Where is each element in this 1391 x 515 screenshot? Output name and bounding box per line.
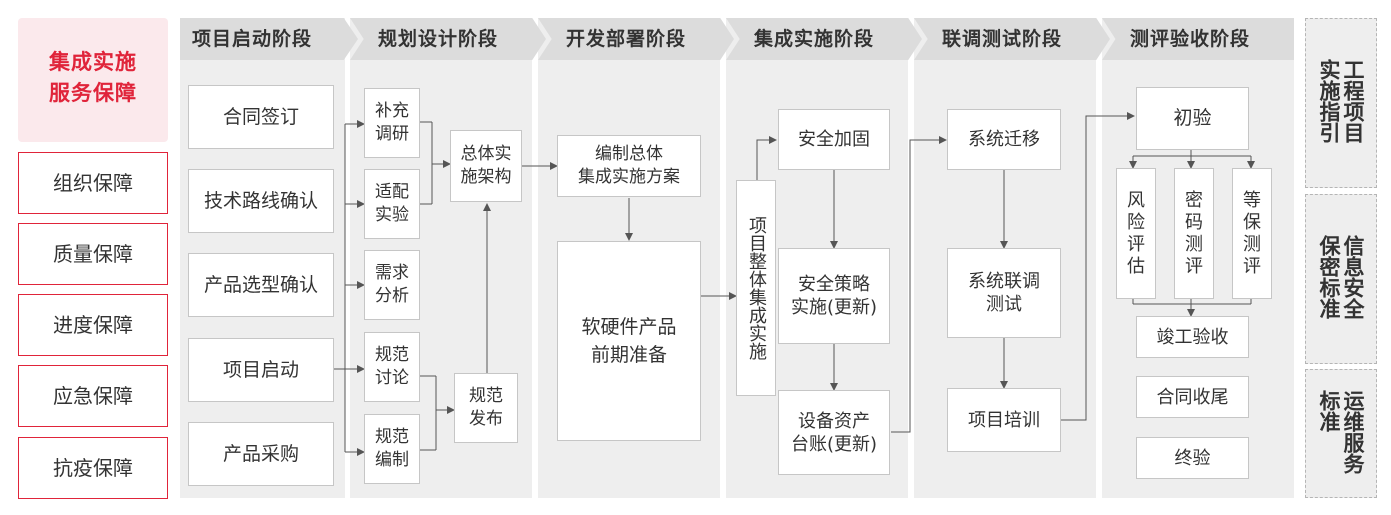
right-ops-standard: 运维服务标准	[1305, 369, 1377, 498]
box-asset-ledger: 设备资产 台账(更新)	[778, 390, 890, 475]
stage-header-plan: 规划设计阶段	[350, 18, 546, 60]
box-joint-testing: 系统联调 测试	[947, 248, 1061, 338]
box-project-training: 项目培训	[947, 388, 1061, 452]
box-contract-closeout: 合同收尾	[1136, 376, 1249, 418]
left-item-organization: 组织保障	[18, 152, 168, 214]
left-item-emergency: 应急保障	[18, 365, 168, 427]
service-guarantee-title: 集成实施 服务保障	[18, 18, 168, 142]
box-demand-analysis: 需求分析	[364, 250, 420, 320]
right-security-standard: 信息安全保密标准	[1305, 194, 1377, 364]
box-implementation-scheme: 编制总体 集成实施方案	[557, 135, 701, 197]
box-final-acceptance: 终验	[1136, 437, 1249, 479]
stage-header-test: 联调测试阶段	[914, 18, 1110, 60]
box-product-procurement: 产品采购	[188, 422, 334, 486]
box-completion-acceptance: 竣工验收	[1136, 316, 1249, 358]
box-adapt-experiment: 适配实验	[364, 169, 420, 239]
box-contract-signing: 合同签订	[188, 85, 334, 149]
box-overall-architecture: 总体实施架构	[450, 130, 522, 202]
box-security-hardening: 安全加固	[778, 109, 890, 170]
left-item-quality: 质量保障	[18, 223, 168, 285]
box-spec-compile: 规范编制	[364, 414, 420, 484]
box-project-kickoff: 项目启动	[188, 338, 334, 402]
stage-header-start: 项目启动阶段	[180, 18, 358, 60]
box-security-policy: 安全策略 实施(更新)	[778, 248, 890, 344]
stage-header-dev: 开发部署阶段	[538, 18, 734, 60]
left-item-schedule: 进度保障	[18, 294, 168, 356]
box-spec-discussion: 规范讨论	[364, 332, 420, 402]
box-tech-route: 技术路线确认	[188, 169, 334, 233]
stage-header-accept: 测评验收阶段	[1102, 18, 1294, 60]
box-overall-integration: 项目整体集成实施	[736, 180, 776, 396]
box-risk-assessment: 风险评估	[1116, 168, 1156, 299]
box-spec-publish: 规范发布	[454, 373, 518, 443]
box-supplement-research: 补充调研	[364, 88, 420, 158]
box-system-migration: 系统迁移	[947, 109, 1061, 170]
right-engineering-guide: 工程项目实施指引	[1305, 18, 1377, 188]
box-product-selection: 产品选型确认	[188, 253, 334, 317]
box-level-protection: 等保测评	[1232, 168, 1272, 299]
box-initial-acceptance: 初验	[1136, 87, 1249, 150]
left-item-epidemic: 抗疫保障	[18, 437, 168, 499]
stage-header-impl: 集成实施阶段	[726, 18, 922, 60]
box-product-preparation: 软硬件产品 前期准备	[557, 241, 701, 441]
box-crypto-evaluation: 密码测评	[1174, 168, 1214, 299]
